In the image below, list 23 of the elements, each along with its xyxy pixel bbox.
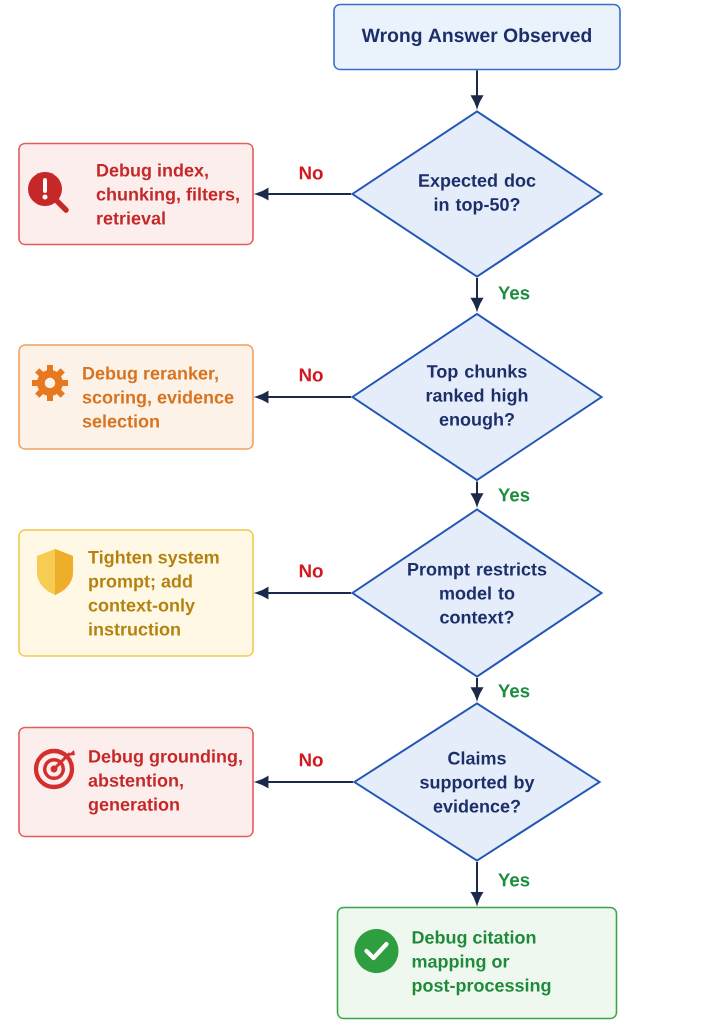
edge-label: Yes — [495, 284, 533, 302]
arrow — [471, 69, 483, 108]
arrow — [256, 776, 354, 788]
process-box: Debug grounding, abstention, generation — [18, 726, 254, 838]
arrow — [471, 677, 483, 700]
arrow — [471, 277, 483, 311]
edge-label: No — [296, 164, 326, 182]
arrow — [256, 391, 352, 403]
edge-label: Yes — [495, 871, 533, 889]
edge-label: No — [296, 751, 326, 769]
edge-label: Yes — [495, 486, 533, 504]
arrow — [256, 188, 352, 200]
process-box: Debug citation mapping or post-processing — [336, 906, 618, 1020]
process-box: Tighten system prompt; add context-only instruction — [18, 529, 254, 657]
arrow — [471, 480, 483, 506]
process-box: Wrong Answer Observed — [333, 3, 621, 71]
arrow — [471, 861, 483, 905]
process-box: Debug reranker, scoring, evidence selection — [18, 344, 254, 450]
arrow — [256, 587, 352, 599]
edge-label: No — [296, 562, 326, 580]
edge-label: Yes — [495, 682, 533, 700]
edge-label: No — [296, 366, 326, 384]
process-box: Debug index, chunking, filters, retrieval — [18, 142, 254, 246]
